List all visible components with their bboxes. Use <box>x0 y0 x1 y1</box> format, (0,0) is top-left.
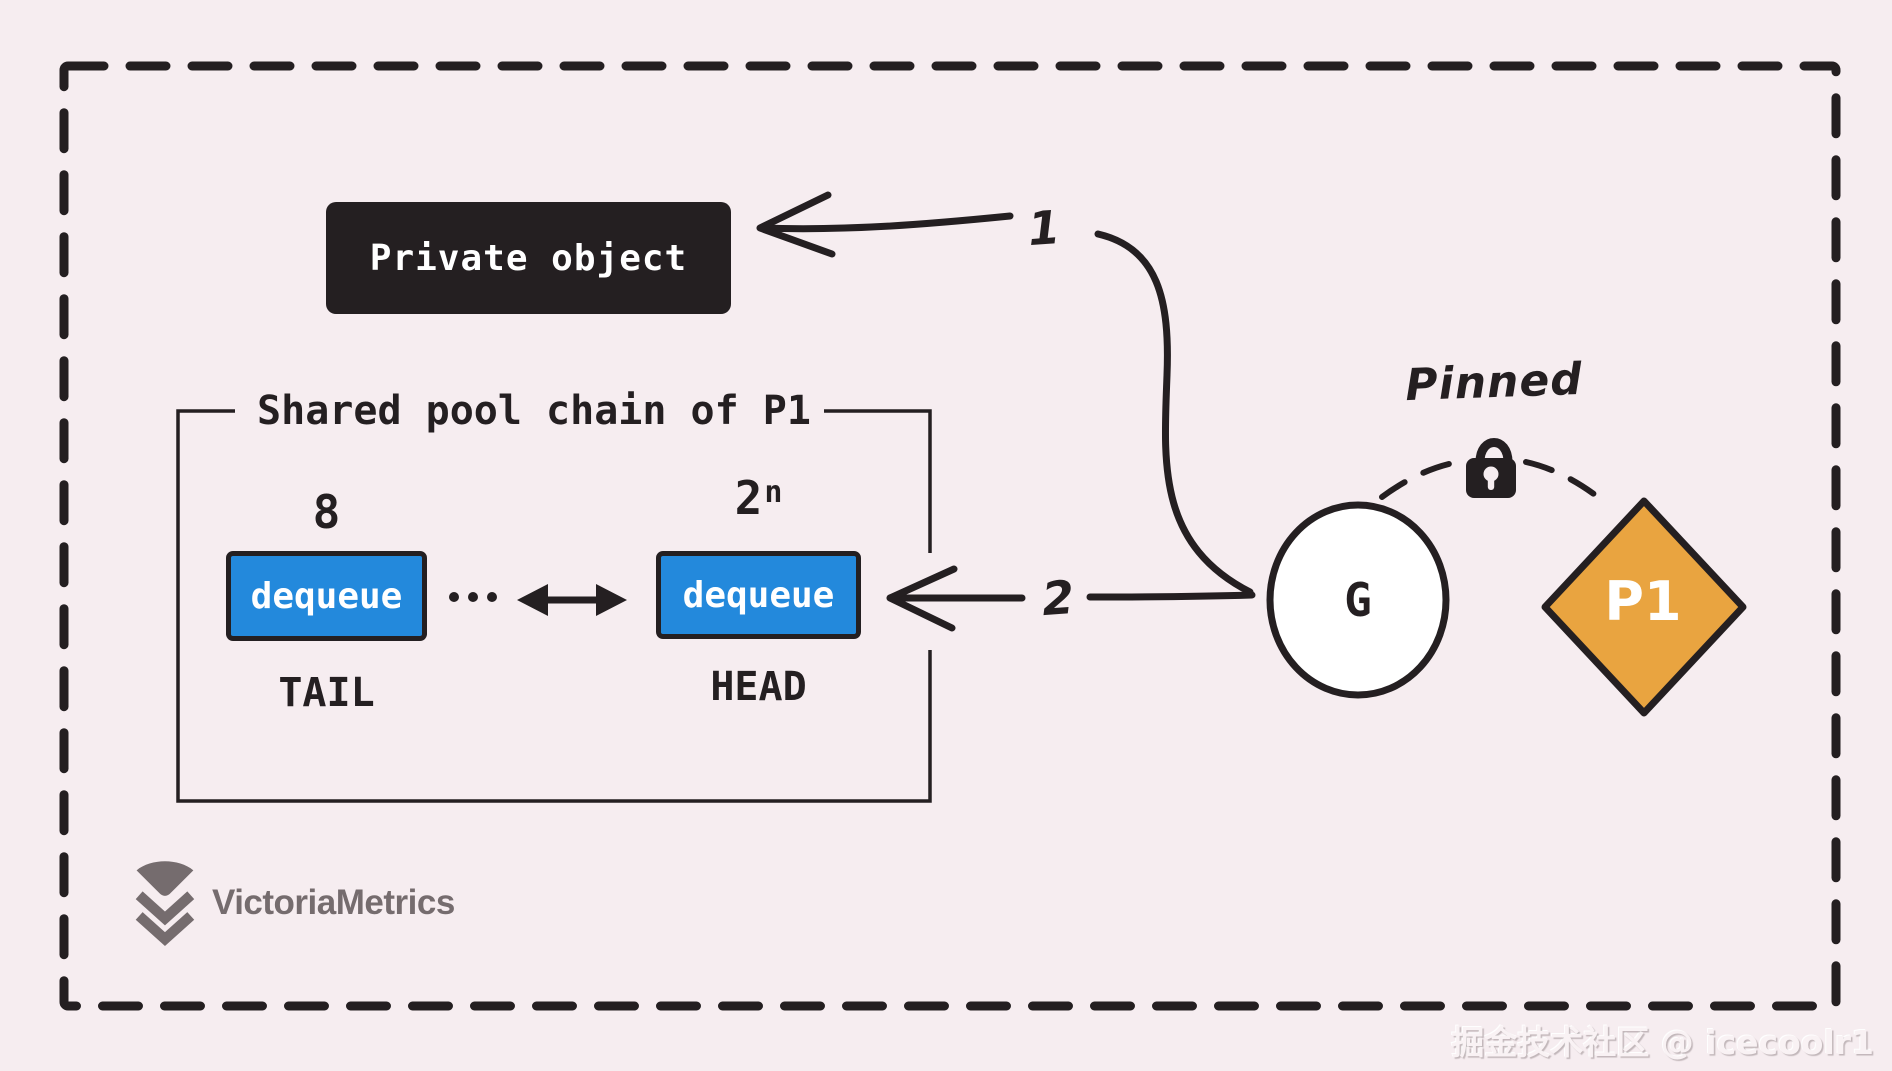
lock-icon <box>1466 438 1516 498</box>
head-count-base: 2 <box>734 471 763 525</box>
private-object-box: Private object <box>326 202 731 314</box>
goroutine-label: G <box>1344 573 1372 627</box>
processor-label: P1 <box>1604 569 1682 633</box>
private-object-label: Private object <box>369 237 688 279</box>
tail-dequeue-label: dequeue <box>250 575 403 617</box>
pinned-dashed-link-left <box>1379 459 1461 500</box>
head-count-exponent: n <box>764 474 783 510</box>
double-arrow-icon <box>517 584 627 616</box>
victoriametrics-logo-icon <box>135 861 195 947</box>
arrow-to-private-object-icon <box>756 191 1014 258</box>
tail-dequeue-node: dequeue <box>226 551 427 641</box>
tail-count: 8 <box>312 485 341 539</box>
head-dequeue-node: dequeue <box>656 551 861 639</box>
head-dequeue-label: dequeue <box>682 574 835 616</box>
tail-role-label: TAIL <box>278 670 375 716</box>
victoriametrics-logo-text: VictoriaMetrics <box>212 883 455 922</box>
pool-title: Shared pool chain of P1 <box>257 388 811 434</box>
step-2-label: 2 <box>1040 569 1076 627</box>
step-1-label: 1 <box>1026 199 1062 257</box>
watermark: 掘金技术社区 @ icecoolr1 <box>1451 1023 1874 1062</box>
curve-step1-to-step2 <box>1094 230 1254 596</box>
pinned-dashed-link-right <box>1523 459 1601 500</box>
head-role-label: HEAD <box>710 664 807 710</box>
ellipsis-dots <box>449 592 497 602</box>
pinned-label: Pinned <box>1404 353 1584 411</box>
